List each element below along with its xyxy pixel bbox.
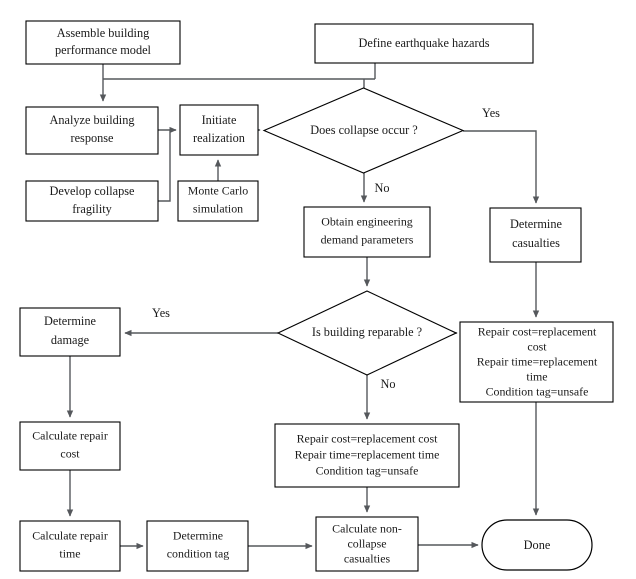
node-initiate-realization-line-0: Initiate	[202, 113, 237, 127]
node-calculate-repair-cost-line-0: Calculate repair	[32, 429, 108, 443]
node-collapse-consequences-line-0: Repair cost=replacement	[478, 325, 597, 339]
edges-layer	[66, 63, 540, 550]
node-determine-casualties-line-0: Determine	[510, 217, 562, 231]
node-determine-condition-tag[interactable]: Determine condition tag	[146, 520, 249, 572]
node-calculate-repair-time[interactable]: Calculate repair time	[19, 520, 121, 572]
node-develop-fragility-line-1: fragility	[72, 202, 112, 216]
node-irreparable-consequences-line-0: Repair cost=replacement cost	[297, 432, 438, 446]
node-determine-condition-tag-line-0: Determine	[173, 529, 223, 543]
node-obtain-edp-line-1: demand parameters	[321, 233, 414, 247]
node-monte-carlo[interactable]: Monte Carlo simulation	[177, 180, 259, 222]
node-analyze-response[interactable]: Analyze building response	[25, 106, 159, 155]
node-collapse-consequences[interactable]: Repair cost=replacement cost Repair time…	[459, 321, 614, 403]
edge-fragility-to-initiate	[158, 130, 171, 202]
node-define-hazards-line-0: Define earthquake hazards	[358, 36, 489, 50]
node-collapse-decision-label: Does collapse occur ?	[310, 123, 418, 137]
node-noncollapse-casualties-line-0: Calculate non-	[332, 522, 402, 536]
node-monte-carlo-line-0: Monte Carlo	[188, 184, 248, 198]
node-done-label: Done	[524, 538, 551, 552]
node-determine-casualties[interactable]: Determine casualties	[489, 207, 582, 263]
node-analyze-response-line-0: Analyze building	[49, 113, 134, 127]
node-calculate-repair-time-line-1: time	[59, 547, 80, 561]
node-assemble-model-line-0: Assemble building	[57, 26, 150, 40]
edge-label-collapse-no: No	[374, 181, 389, 195]
edge-labels-layer: Yes No Yes No	[152, 106, 500, 391]
node-irreparable-consequences-line-2: Condition tag=unsafe	[316, 464, 419, 478]
node-noncollapse-casualties[interactable]: Calculate non- collapse casualties	[315, 516, 419, 572]
node-monte-carlo-line-1: simulation	[193, 202, 243, 216]
node-collapse-consequences-line-3: time	[526, 370, 547, 384]
node-irreparable-consequences[interactable]: Repair cost=replacement cost Repair time…	[274, 423, 460, 488]
node-determine-damage-line-1: damage	[51, 333, 90, 347]
node-calculate-repair-time-line-0: Calculate repair	[32, 529, 108, 543]
node-determine-damage[interactable]: Determine damage	[19, 307, 121, 357]
node-collapse-consequences-line-1: cost	[527, 340, 547, 354]
edge-label-collapse-yes: Yes	[482, 106, 500, 120]
node-initiate-realization[interactable]: Initiate realization	[179, 104, 259, 156]
node-noncollapse-casualties-line-1: collapse	[348, 537, 387, 551]
node-noncollapse-casualties-line-2: casualties	[344, 552, 391, 566]
node-determine-damage-line-0: Determine	[44, 314, 96, 328]
edge-collapse-yes-to-casualties	[463, 130, 540, 204]
node-define-hazards[interactable]: Define earthquake hazards	[314, 23, 534, 64]
node-collapse-decision[interactable]: Does collapse occur ?	[262, 87, 465, 174]
node-assemble-model[interactable]: Assemble building performance model	[25, 20, 181, 65]
node-initiate-realization-line-1: realization	[193, 131, 245, 145]
node-calculate-repair-cost[interactable]: Calculate repair cost	[19, 421, 121, 471]
node-calculate-repair-cost-line-1: cost	[60, 447, 80, 461]
node-done[interactable]: Done	[481, 519, 593, 571]
node-reparable-decision-label: Is building reparable ?	[312, 325, 422, 339]
edge-label-reparable-no: No	[380, 377, 395, 391]
edge-label-reparable-yes: Yes	[152, 306, 170, 320]
node-determine-casualties-line-1: casualties	[512, 236, 560, 250]
node-irreparable-consequences-line-1: Repair time=replacement time	[295, 448, 440, 462]
node-collapse-consequences-line-4: Condition tag=unsafe	[486, 385, 589, 399]
node-reparable-decision[interactable]: Is building reparable ?	[276, 290, 458, 376]
node-obtain-edp[interactable]: Obtain engineering demand parameters	[303, 206, 431, 258]
node-develop-fragility-line-0: Develop collapse	[49, 184, 135, 198]
node-collapse-consequences-line-2: Repair time=replacement	[477, 355, 598, 369]
node-analyze-response-line-1: response	[70, 131, 114, 145]
node-assemble-model-line-1: performance model	[55, 43, 152, 57]
node-determine-condition-tag-line-1: condition tag	[167, 547, 229, 561]
node-obtain-edp-line-0: Obtain engineering	[321, 215, 413, 229]
node-develop-fragility[interactable]: Develop collapse fragility	[25, 180, 159, 222]
